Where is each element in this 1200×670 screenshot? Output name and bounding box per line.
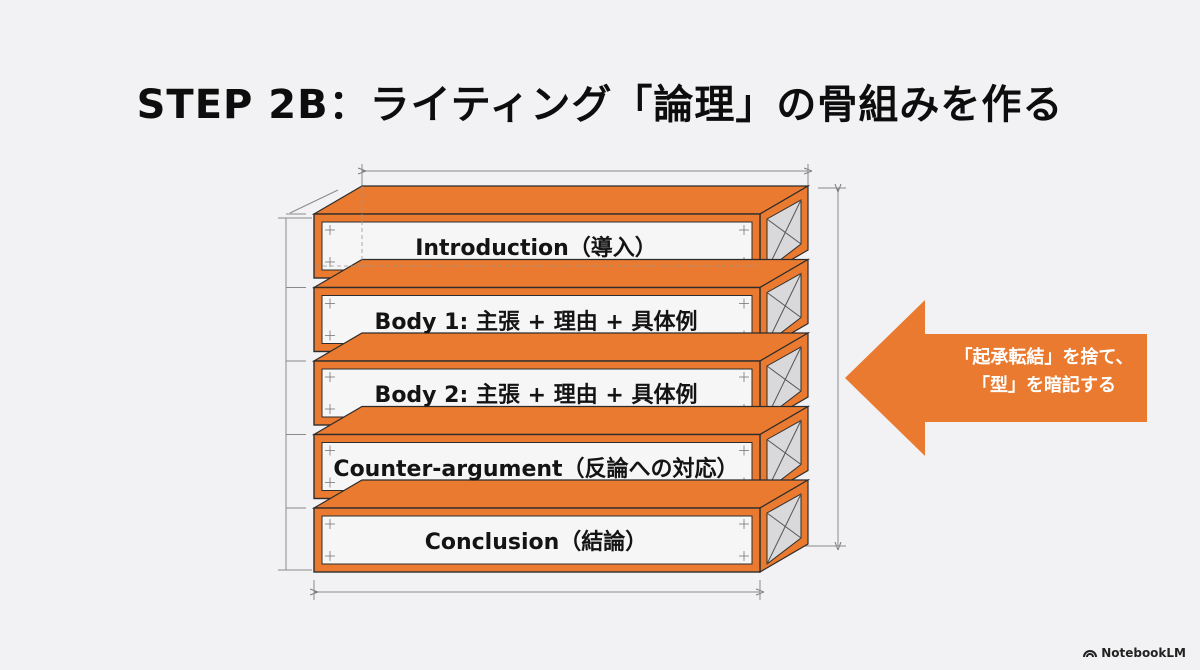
block-label-1: Introduction（導入） (415, 236, 657, 261)
block-label-4: Counter-argument（反論への対応） (333, 456, 739, 482)
callout-text: 「起承転結」を捨て、 「型」を暗記する (954, 347, 1134, 396)
brand-mark: NotebookLM (1083, 646, 1186, 660)
page-title: STEP 2B：ライティング「論理」の骨組みを作る (136, 82, 1064, 128)
block-label-2: Body 1: 主張 + 理由 + 具体例 (374, 309, 698, 335)
callout-arrow: 「起承転結」を捨て、 「型」を暗記する (845, 300, 1147, 456)
block-label-3: Body 2: 主張 + 理由 + 具体例 (374, 383, 698, 408)
brand-name: NotebookLM (1101, 646, 1186, 660)
notebooklm-logo-icon (1083, 650, 1098, 658)
structure-block-5 (286, 478, 811, 574)
left-arrow-icon (845, 300, 1147, 456)
block-label-5: Conclusion（結論） (424, 530, 648, 555)
